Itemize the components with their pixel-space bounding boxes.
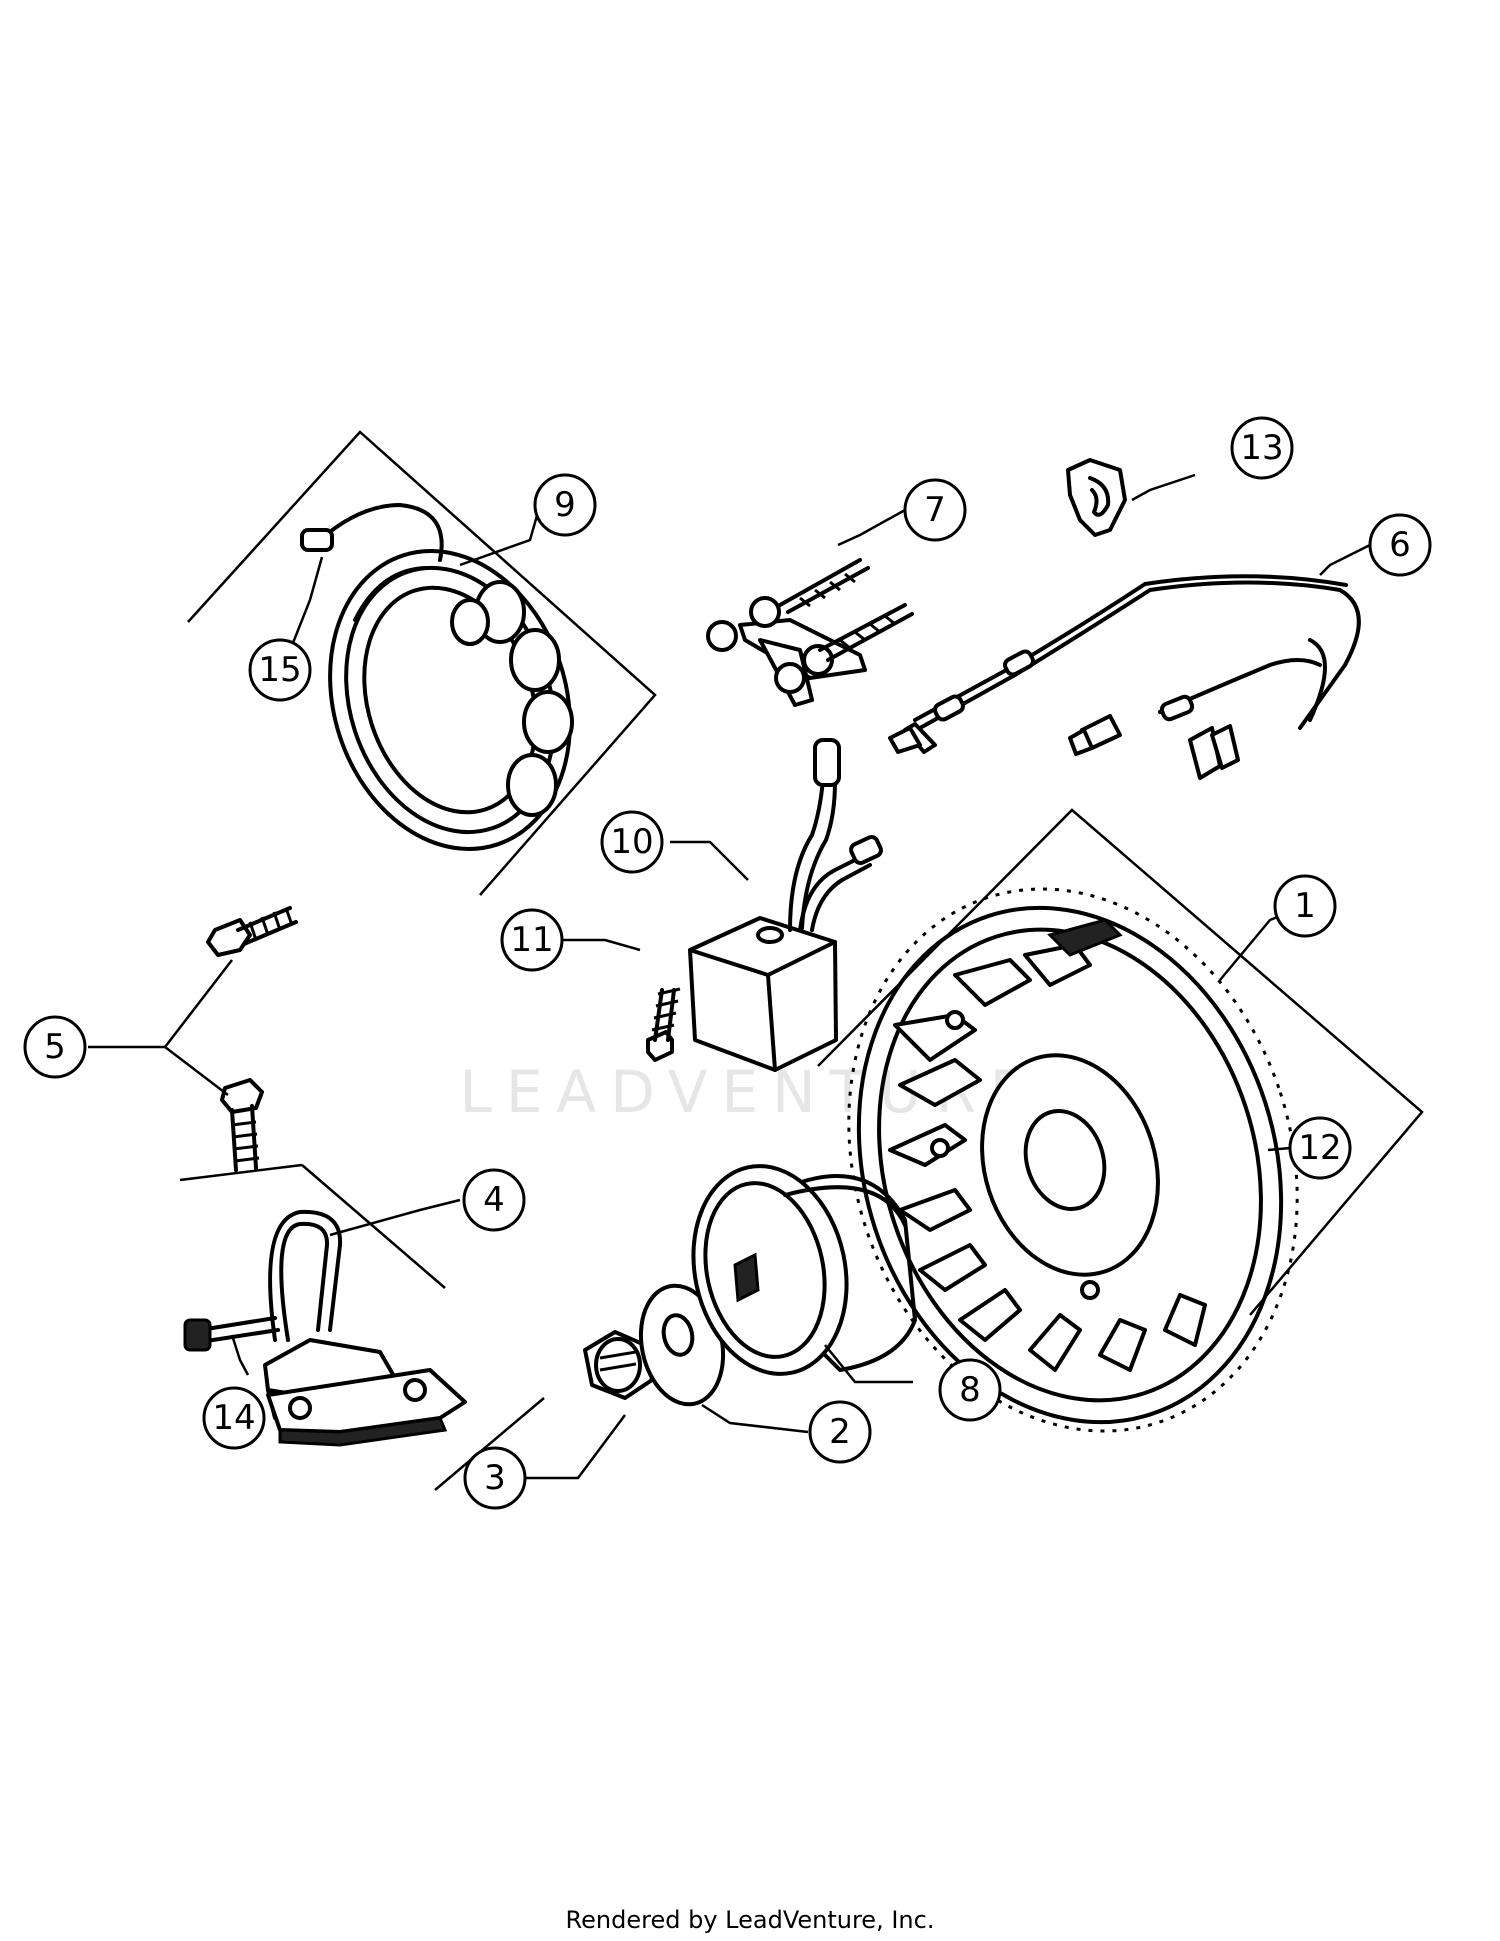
callout-13: 13 bbox=[1230, 416, 1294, 480]
callout-11: 11 bbox=[500, 908, 564, 972]
svg-text:12: 12 bbox=[1298, 1128, 1341, 1168]
svg-text:5: 5 bbox=[44, 1027, 66, 1067]
svg-text:10: 10 bbox=[610, 822, 653, 862]
callout-2: 2 bbox=[808, 1400, 872, 1464]
module-part bbox=[688, 738, 883, 1072]
footer-credit: Rendered by LeadVenture, Inc. bbox=[565, 1906, 935, 1934]
callout-15: 15 bbox=[248, 638, 312, 702]
nut-part bbox=[583, 1330, 654, 1400]
svg-text:3: 3 bbox=[484, 1458, 506, 1498]
flywheel-part bbox=[817, 808, 1424, 1433]
svg-text:7: 7 bbox=[924, 490, 946, 530]
callout-4: 4 bbox=[462, 1168, 526, 1232]
svg-text:6: 6 bbox=[1389, 525, 1411, 565]
callout-14: 14 bbox=[202, 1386, 266, 1450]
callout-10: 10 bbox=[600, 810, 664, 874]
bolts-part bbox=[206, 906, 298, 1172]
callout-12: 12 bbox=[1288, 1116, 1352, 1180]
svg-text:13: 13 bbox=[1240, 428, 1283, 468]
callout-7: 7 bbox=[903, 478, 967, 542]
svg-text:4: 4 bbox=[483, 1180, 505, 1220]
wire-harness-part bbox=[888, 574, 1361, 780]
callout-1: 1 bbox=[1273, 874, 1337, 938]
callout-5: 5 bbox=[23, 1015, 87, 1079]
stator-part bbox=[187, 430, 657, 896]
svg-text:11: 11 bbox=[510, 920, 553, 960]
callout-9: 9 bbox=[533, 473, 597, 537]
svg-text:8: 8 bbox=[959, 1370, 981, 1410]
small-bolt-part bbox=[646, 987, 681, 1062]
svg-text:9: 9 bbox=[554, 485, 576, 525]
svg-text:14: 14 bbox=[212, 1398, 255, 1438]
callout-8: 8 bbox=[938, 1358, 1002, 1422]
svg-text:2: 2 bbox=[829, 1412, 851, 1452]
ignition-coil-part bbox=[179, 1163, 545, 1491]
bracket-part bbox=[706, 558, 914, 707]
washer-part bbox=[638, 1283, 726, 1407]
cup-part bbox=[691, 1164, 917, 1376]
callout-3: 3 bbox=[463, 1446, 527, 1510]
svg-text:1: 1 bbox=[1294, 886, 1316, 926]
callout-6: 6 bbox=[1368, 513, 1432, 577]
svg-text:15: 15 bbox=[258, 650, 301, 690]
clip-part bbox=[1066, 458, 1127, 537]
